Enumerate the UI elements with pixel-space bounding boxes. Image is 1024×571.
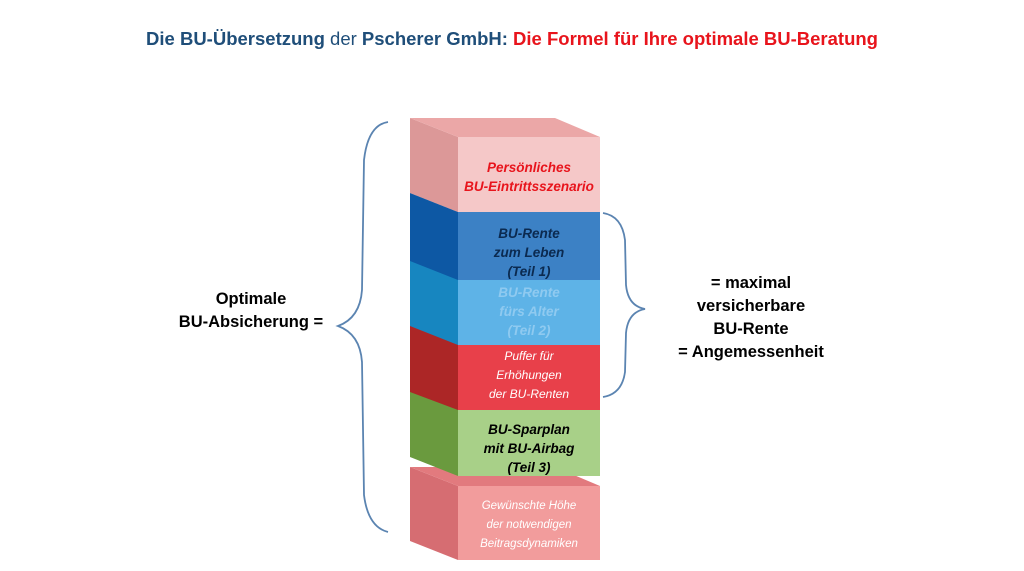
block-5-front — [458, 409, 600, 476]
block-6-label: Gewünschte Höhe der notwendigen Beitrags… — [458, 497, 600, 554]
page-title: Die BU-Übersetzung der Pscherer GmbH: Di… — [0, 28, 1024, 50]
left-label-line-1: Optimale — [215, 290, 287, 308]
block-6-side — [410, 467, 458, 560]
right-label-maximal-rente: = maximal versicherbare BU-Rente = Angem… — [666, 272, 836, 364]
block-2-side — [410, 193, 458, 280]
right-label-line-2: versicherbare — [696, 297, 806, 315]
block-3-front — [458, 275, 600, 345]
block-3-side — [410, 256, 458, 345]
block-4-line-2: Erhöhungen — [496, 368, 562, 382]
block-4-label: Puffer für Erhöhungen der BU-Renten — [458, 347, 600, 404]
left-label-optimale-absicherung: Optimale BU-Absicherung = — [166, 288, 336, 334]
block-6-line-3: Beitragsdynamiken — [480, 538, 578, 550]
right-label-line-3: BU-Rente — [713, 320, 789, 338]
right-label-line-1: = maximal — [710, 274, 792, 292]
block-3-line-3: (Teil 2) — [507, 323, 551, 338]
left-curly-brace — [335, 121, 389, 533]
block-2-line-3: (Teil 1) — [507, 264, 551, 279]
block-2-front — [458, 212, 600, 280]
block-2-line-1: BU-Rente — [498, 226, 560, 241]
block-5-line-3: (Teil 3) — [507, 460, 551, 475]
block-1-side — [410, 118, 458, 212]
block-6-front — [458, 486, 600, 560]
block-eintrittsszenario — [410, 118, 600, 212]
block-2-label: BU-Rente zum Leben (Teil 1) — [458, 224, 600, 281]
block-5-side — [410, 390, 458, 476]
block-4-side — [410, 318, 458, 410]
block-1-label: Persönliches BU-Eintrittsszenario — [458, 158, 600, 196]
title-part-1: Die BU-Übersetzung — [146, 28, 325, 49]
block-6-line-1: Gewünschte Höhe — [481, 500, 577, 512]
title-part-4: Die Formel für Ihre optimale BU-Beratung — [507, 28, 878, 49]
right-label-line-4: = Angemessenheit — [678, 343, 824, 361]
block-3-line-1: BU-Rente — [498, 285, 560, 300]
block-5-line-1: BU-Sparplan — [488, 422, 570, 437]
block-4-line-1: Puffer für — [504, 349, 554, 363]
left-label-line-2: BU-Absicherung = — [178, 313, 324, 331]
block-3-line-2: fürs Alter — [499, 304, 559, 319]
block-1-front — [458, 137, 600, 212]
title-part-3: Pscherer GmbH: — [361, 28, 508, 49]
block-4-line-3: der BU-Renten — [488, 387, 570, 401]
block-5-label: BU-Sparplan mit BU-Airbag (Teil 3) — [458, 420, 600, 477]
title-part-2: der — [324, 28, 362, 49]
block-4-front — [458, 336, 600, 410]
block-5-line-2: mit BU-Airbag — [483, 441, 575, 456]
right-curly-brace — [602, 212, 646, 398]
block-1-line-1: Persönliches — [486, 160, 572, 175]
block-bu-rente-alter — [410, 256, 600, 345]
block-2-line-2: zum Leben — [493, 245, 565, 260]
block-3-label: BU-Rente fürs Alter (Teil 2) — [458, 283, 600, 340]
block-6-line-2: der notwendigen — [486, 519, 572, 531]
block-1-top — [410, 118, 600, 137]
block-1-line-2: BU-Eintrittsszenario — [464, 179, 594, 194]
